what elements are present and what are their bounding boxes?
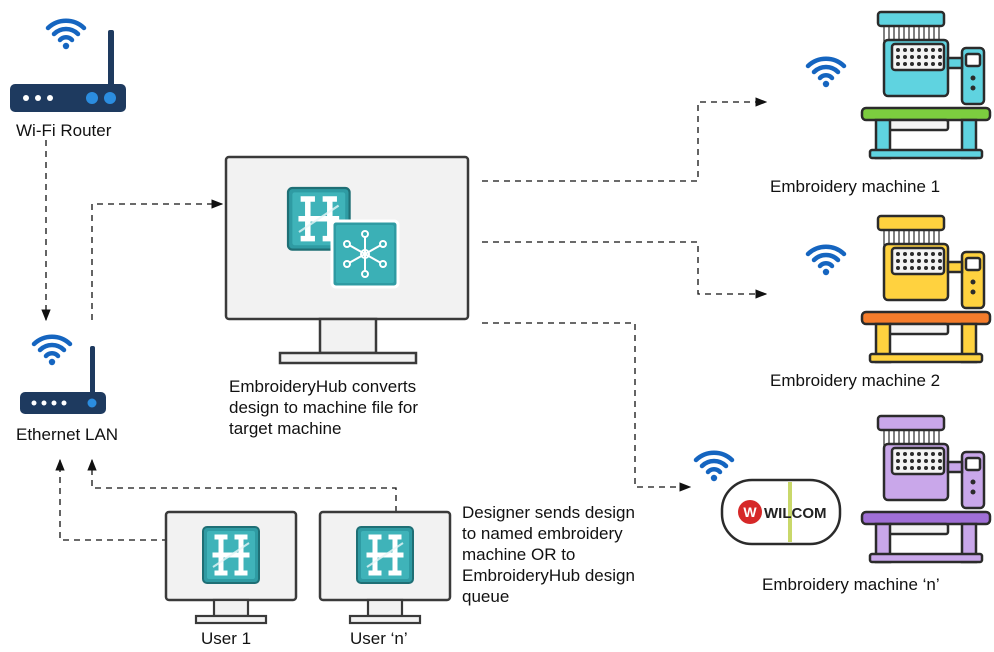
hub-caption-line-1: EmbroideryHub converts [229,377,417,396]
machine-n-wifi-icon [696,453,732,481]
machine2-wifi-icon [808,247,844,275]
hub-to-machine1-link [482,97,768,182]
router-label: Wi-Fi Router [16,121,112,140]
lan-router-icon [20,337,106,414]
designer-note-line-4: EmbroideryHub design [462,566,635,585]
lan-to-hub-link [91,199,224,320]
designer-note: Designer sends design to named embroider… [462,502,682,607]
user1-to-lan-link [55,458,168,541]
wilcom-logo-icon [738,500,762,524]
wifi-router-icon [10,21,126,112]
designer-note-line-1: Designer sends design [462,503,635,522]
embroidery-machine-1-icon [860,10,992,160]
hub-caption: EmbroideryHub converts design to machine… [229,376,469,439]
user-n-label: User ‘n’ [350,629,408,648]
machine-n-label: Embroidery machine ‘n’ [762,575,940,594]
machine2-label: Embroidery machine 2 [770,371,941,390]
connections [41,97,768,541]
user1-monitor-icon [164,510,298,625]
hub-to-machine-n-link [482,322,692,492]
designer-note-line-5: queue [462,587,510,606]
user1-label: User 1 [201,629,252,648]
embroidery-machine-2-icon [860,214,992,364]
lan-label: Ethernet LAN [16,425,119,444]
user-n-monitor-icon [318,510,452,625]
hub-caption-line-2: design to machine file for [229,398,418,417]
machine1-label: Embroidery machine 1 [770,177,941,196]
wilcom-logo-letter: W [743,504,757,520]
machine1-wifi-icon [808,59,844,87]
network-hub-icon [330,219,400,289]
embroidery-machine-3-icon [860,414,992,564]
designer-note-line-3: machine OR to [462,545,576,564]
hub-caption-line-3: target machine [229,419,342,438]
embroidery-machines [860,10,992,564]
wilcom-text: WILCOM [764,505,826,522]
designer-note-line-2: to named embroidery [462,524,623,543]
hub-to-machine2-link [482,241,768,299]
user-n-to-lan-link [87,458,397,512]
wilcom-badge: W WILCOM [720,478,842,546]
